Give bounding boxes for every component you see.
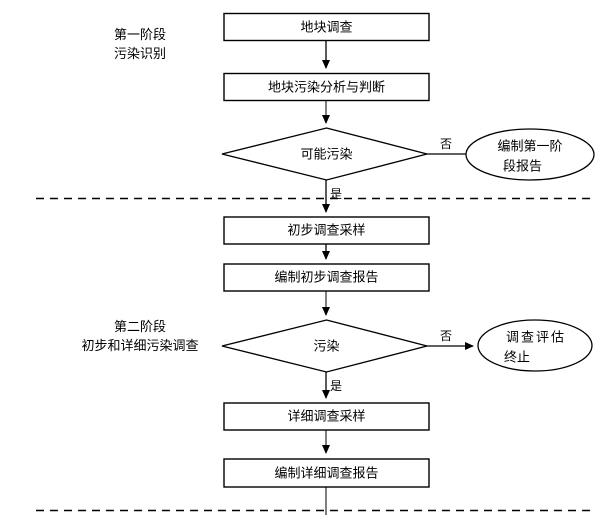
node-preliminary-sampling-box[interactable] [223, 216, 430, 245]
node-stage-one-report-ellipse[interactable] [465, 128, 595, 181]
stage-one-line1: 第一阶段 [114, 27, 166, 42]
node-preliminary-report[interactable]: 编制初步调查报告 [223, 263, 430, 292]
node-pollution-analysis[interactable]: 地块污染分析与判断 [223, 72, 430, 102]
stage-label-two: 第二阶段 初步和详细污染调查 [81, 319, 198, 353]
node-detailed-sampling[interactable]: 详细调查采样 [223, 402, 430, 431]
node-stage-one-report-line1: 编制第一阶 [497, 138, 562, 153]
node-preliminary-sampling[interactable]: 初步调查采样 [223, 216, 430, 245]
node-pollution-analysis-box[interactable] [223, 72, 430, 102]
node-preliminary-sampling-label: 初步调查采样 [287, 222, 365, 237]
node-detailed-report[interactable]: 编制详细调查报告 [223, 458, 430, 488]
edge-label-yes-2: 是 [330, 379, 342, 393]
stage-one-line2: 污染识别 [114, 46, 166, 61]
node-stage-one-report-line2: 段报告 [503, 158, 542, 173]
node-land-survey-box[interactable] [223, 12, 430, 42]
node-survey-terminated[interactable]: 调查评估 终止 [477, 319, 593, 372]
node-possible-pollution-diamond[interactable] [221, 127, 430, 181]
stage-label-one: 第一阶段 污染识别 [114, 27, 166, 61]
node-pollution-diamond[interactable] [221, 319, 430, 373]
node-survey-terminated-ellipse[interactable] [477, 319, 593, 372]
node-possible-pollution[interactable]: 可能污染 [221, 127, 430, 181]
node-survey-terminated-line1: 调查评估 [506, 329, 566, 344]
stage-two-line2: 初步和详细污染调查 [81, 338, 198, 353]
node-pollution-analysis-label: 地块污染分析与判断 [268, 79, 385, 94]
node-possible-pollution-label: 可能污染 [300, 146, 352, 161]
node-preliminary-report-label: 编制初步调查报告 [274, 269, 378, 284]
node-detailed-report-box[interactable] [223, 458, 430, 488]
node-pollution[interactable]: 污染 [221, 319, 430, 373]
node-detailed-sampling-label: 详细调查采样 [287, 408, 365, 423]
edge-label-yes-1: 是 [330, 187, 342, 201]
node-pollution-label: 污染 [313, 338, 339, 353]
node-detailed-sampling-box[interactable] [223, 402, 430, 431]
edge-label-no-1: 否 [440, 137, 452, 151]
node-stage-one-report[interactable]: 编制第一阶 段报告 [465, 128, 595, 181]
node-land-survey-label: 地块调查 [300, 19, 352, 34]
stage-two-line1: 第二阶段 [114, 319, 166, 334]
edge-label-no-2: 否 [440, 329, 452, 343]
node-survey-terminated-line2: 终止 [504, 349, 530, 364]
node-land-survey[interactable]: 地块调查 [223, 12, 430, 42]
node-detailed-report-label: 编制详细调查报告 [274, 465, 378, 480]
node-preliminary-report-box[interactable] [223, 263, 430, 292]
